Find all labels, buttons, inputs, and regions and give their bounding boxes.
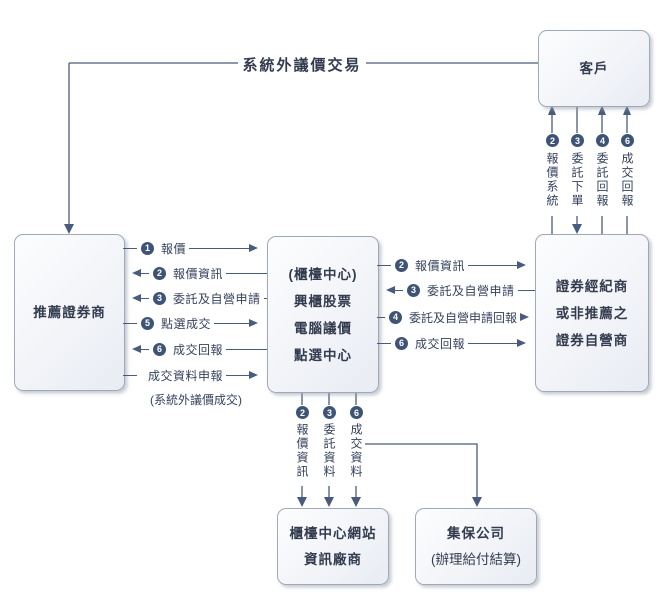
arrow-down-order-entry <box>572 224 582 234</box>
arrow-down-trade-data <box>351 497 361 507</box>
edge-quote-info-right: 2 報價資訊 <box>377 257 535 273</box>
bottom-trade-data-number: 6 <box>350 406 363 419</box>
diagram-title: 系統外議價交易 <box>242 57 362 74</box>
edge-quote-label: 報價 <box>161 241 187 256</box>
depository-line-2: (辦理給付結算) <box>431 551 521 567</box>
center-line-4: 點選中心 <box>294 347 352 363</box>
node-recommending-dealer-label: 推薦證券商 <box>33 305 106 320</box>
node-otc-website: 櫃檯中心網站 資訊廠商 <box>277 508 389 585</box>
center-line-2: 興櫃股票 <box>294 293 352 309</box>
column-trade-report-number: 6 <box>621 134 634 147</box>
arrow-right-icon <box>517 339 535 347</box>
bottom-quote-info-label: 報價資訊 <box>295 423 309 479</box>
center-line-1: (櫃檯中心) <box>288 266 358 282</box>
edge-order-application-report-label: 委託及自營申請回報 <box>409 310 518 325</box>
arrow-right-icon <box>249 319 267 327</box>
broker-line-3: 證券自營商 <box>555 332 629 348</box>
node-customer: 客戶 <box>538 30 650 107</box>
arrow-into-depository <box>472 497 482 507</box>
arrow-right-icon <box>520 313 538 321</box>
edge-order-application: 3 委託及自營申請 <box>123 290 267 306</box>
edge-quote-info: 2 報價資訊 <box>123 265 267 281</box>
depository-branch-line <box>365 443 478 497</box>
edge-trade-report-right: 6 成交回報 <box>377 335 535 351</box>
edge-trade-report-left: 6 成交回報 <box>123 341 267 357</box>
edge-quote-info-number: 2 <box>153 266 166 280</box>
broker-line-2: 或非推薦之 <box>555 305 629 321</box>
column-trade-report-label: 成交回報 <box>620 152 634 208</box>
website-line-2: 資訊廠商 <box>304 551 362 567</box>
node-broker: 證券經紀商 或非推薦之 證券自營商 <box>535 234 649 392</box>
edge-click-trade: 5 點選成交 <box>123 315 267 331</box>
bottom-quote-info-number: 2 <box>296 406 309 419</box>
column-quote-system-number: 2 <box>546 134 559 147</box>
edge-trade-data-filing: 成交資料申報 <box>123 367 267 383</box>
edge-click-trade-number: 5 <box>141 316 154 330</box>
column-order-report-label: 委託回報 <box>595 152 609 208</box>
arrow-right-icon <box>249 371 267 379</box>
edge-order-application-right-number: 3 <box>407 283 420 297</box>
bottom-trade-data-label: 成交資料 <box>349 423 363 479</box>
edge-click-trade-label: 點選成交 <box>161 316 212 331</box>
edge-trade-data-filing-note: (系統外議價成交) <box>150 393 242 407</box>
edge-order-application-right-label: 委託及自營申請 <box>427 283 515 298</box>
website-line-1: 櫃檯中心網站 <box>289 525 377 541</box>
depository-line-1: 集保公司 <box>447 525 505 541</box>
column-order-report-number: 4 <box>596 134 609 147</box>
node-customer-label: 客戶 <box>579 61 609 76</box>
bottom-order-data-label: 委託資料 <box>322 423 336 479</box>
arrow-right-icon <box>517 261 535 269</box>
bottom-order-data-number: 3 <box>323 406 336 419</box>
edge-trade-report-right-label: 成交回報 <box>415 336 466 351</box>
edge-order-application-report: 4 委託及自營申請回報 <box>377 309 535 325</box>
edge-order-application-right: 3 委託及自營申請 <box>377 282 535 298</box>
center-line-3: 電腦議價 <box>294 320 352 336</box>
arrow-left-icon <box>123 294 141 302</box>
edge-trade-report-left-label: 成交回報 <box>173 342 224 357</box>
edge-trade-report-right-number: 6 <box>395 336 408 350</box>
arrow-right-icon <box>249 244 267 252</box>
broker-line-1: 證券經紀商 <box>555 278 629 294</box>
edge-order-application-label: 委託及自營申請 <box>173 291 261 306</box>
arrow-left-icon <box>123 269 141 277</box>
edge-quote: 1 報價 <box>123 240 267 256</box>
edge-quote-number: 1 <box>141 241 154 255</box>
arrow-into-recommending-dealer <box>64 224 74 234</box>
edge-quote-info-right-label: 報價資訊 <box>415 258 466 273</box>
arrow-down-order-data <box>324 497 334 507</box>
arrow-down-quote-info <box>297 497 307 507</box>
column-order-entry-number: 3 <box>571 134 584 147</box>
arrow-left-icon <box>377 286 395 294</box>
column-order-entry-label: 委託下單 <box>570 152 584 208</box>
edge-trade-report-left-number: 6 <box>153 342 166 356</box>
column-quote-system-label: 報價系統 <box>545 152 559 208</box>
node-depository: 集保公司 (辦理給付結算) <box>415 508 537 585</box>
arrow-left-icon <box>123 345 141 353</box>
edge-trade-data-filing-label: 成交資料申報 <box>148 368 224 383</box>
edge-order-application-report-number: 4 <box>389 310 402 324</box>
edge-order-application-number: 3 <box>153 291 166 305</box>
edge-quote-info-right-number: 2 <box>395 258 408 272</box>
edge-quote-info-label: 報價資訊 <box>173 266 224 281</box>
node-recommending-dealer: 推薦證券商 <box>14 234 125 391</box>
node-emerging-stock-center: (櫃檯中心) 興櫃股票 電腦議價 點選中心 <box>267 236 379 393</box>
